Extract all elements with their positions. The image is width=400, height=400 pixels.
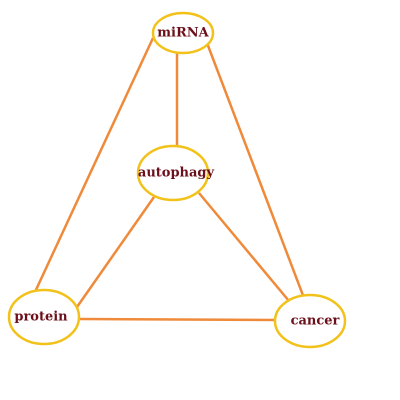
edge-autophagy-protein: [75, 196, 156, 308]
node-autophagy-ellipse: [136, 144, 210, 202]
node-protein-label: protein: [14, 310, 68, 325]
node-cancer-label: cancer: [291, 314, 340, 329]
node-mirna-label: miRNA: [157, 26, 209, 41]
edge-mirna-protein: [33, 37, 155, 293]
edge-protein-cancer: [78, 317, 276, 322]
node-mirna-ellipse: [151, 11, 215, 55]
edges: [33, 37, 306, 322]
node-protein-ellipse: [7, 288, 81, 346]
node-cancer-ellipse: [273, 293, 347, 349]
edge-autophagy-cancer: [198, 192, 290, 302]
node-cancer: cancer: [273, 293, 347, 349]
node-autophagy-label: autophagy: [138, 166, 215, 181]
node-autophagy: autophagy: [136, 144, 215, 202]
node-mirna: miRNA: [151, 11, 215, 55]
edge-mirna-cancer: [205, 42, 306, 299]
node-protein: protein: [7, 288, 81, 346]
